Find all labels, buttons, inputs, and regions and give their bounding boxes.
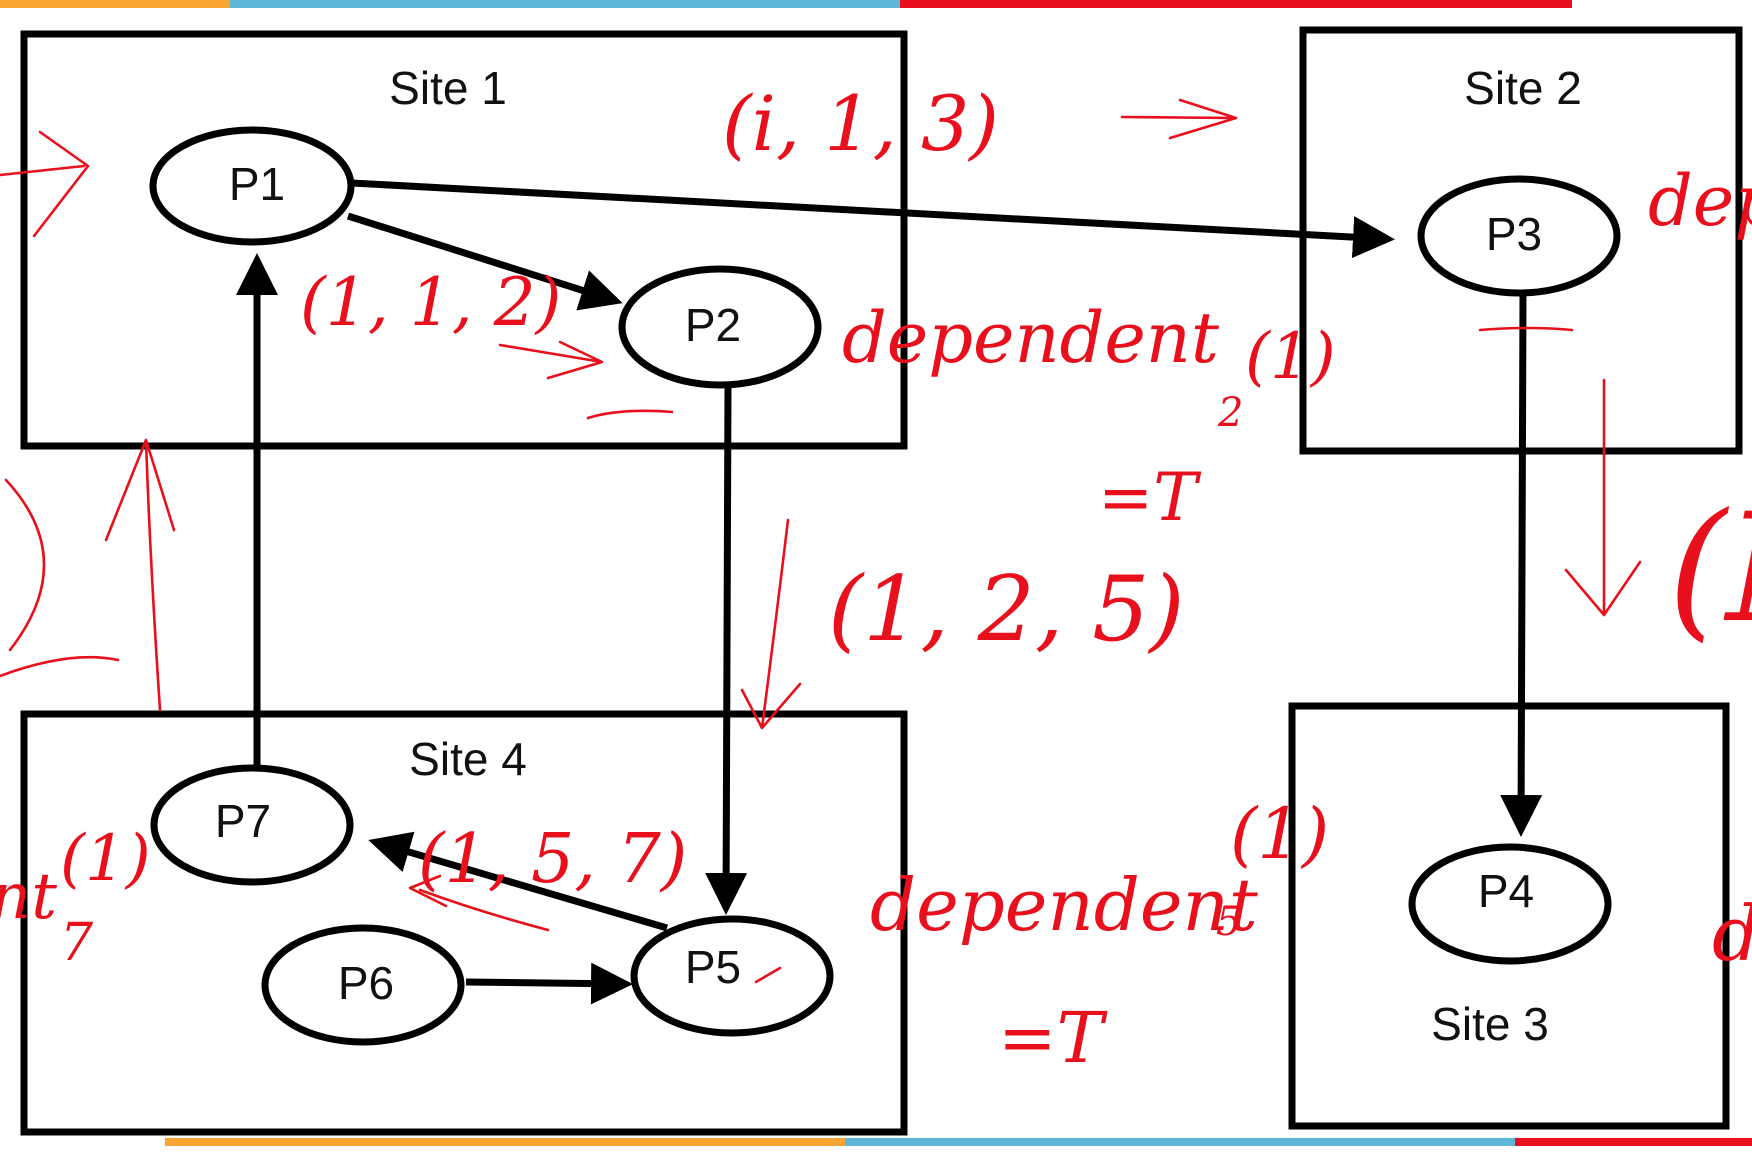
dependent-2-text: dependent [842, 297, 1220, 379]
probe-p1-p2-text: (1, 1, 2) [300, 264, 561, 341]
dependent-2-arg: (1) [1245, 320, 1336, 394]
edge-p3-p4 [1500, 295, 1543, 837]
top-stripe [0, 0, 1572, 8]
bottom-stripe-orange [165, 1138, 845, 1146]
left-arrow-up [104, 438, 176, 712]
site-4-label: Site 4 [409, 733, 527, 785]
top-stripe-blue [230, 0, 900, 8]
process-p2[interactable]: P2 [618, 265, 822, 389]
bottom-stripe-blue [845, 1138, 1515, 1146]
site-1-label: Site 1 [389, 62, 507, 114]
process-p2-label: P2 [685, 299, 741, 351]
site-3-box [1288, 702, 1730, 1130]
probe-p2-p5-arrow [740, 518, 802, 730]
right-cut-top: dep [1648, 160, 1752, 242]
site-2-label: Site 2 [1464, 62, 1582, 114]
probe-p1-p2-dash [586, 409, 674, 420]
process-p1-label: P1 [229, 158, 285, 210]
process-p5-label: P5 [685, 941, 741, 993]
probe-p2-p5-text: (1, 2, 5) [828, 557, 1184, 662]
left-arrow-top [0, 130, 90, 238]
edge-p6-p5 [465, 962, 633, 1005]
edge-p1-p3 [351, 179, 1395, 259]
p3-dash [1478, 326, 1574, 332]
process-p3-label: P3 [1486, 208, 1542, 260]
process-p4[interactable]: P4 [1408, 843, 1612, 965]
process-p3[interactable]: P3 [1417, 175, 1621, 297]
edge-p1-p2 [346, 212, 623, 311]
dependent-5-text: dependent [870, 863, 1259, 947]
process-p1[interactable]: P1 [149, 126, 355, 246]
p5-tick [754, 966, 782, 984]
probe-p5-p7-arrow [408, 874, 550, 932]
site-3-label: Site 3 [1431, 998, 1549, 1050]
probe-p3-p4-arrow [1564, 378, 1642, 617]
top-stripe-red [900, 0, 1572, 8]
dependent-5-arg: (1) [1230, 793, 1329, 875]
probe-p1-p2-arrow [498, 340, 604, 380]
site-1-box [20, 30, 908, 450]
process-p6-label: P6 [338, 957, 394, 1009]
left-cut-text: nt [0, 860, 57, 934]
edge-p2-p5 [705, 384, 748, 915]
bottom-stripe [165, 1138, 1752, 1146]
dependent-2-sub: 2 [1217, 390, 1243, 436]
bottom-stripe-red [1515, 1138, 1752, 1146]
process-p5[interactable]: P5 [630, 915, 834, 1037]
process-p7-label: P7 [215, 795, 271, 847]
left-paren [0, 478, 120, 678]
process-p4-label: P4 [1478, 865, 1534, 917]
right-cut-bottom: d [1712, 889, 1752, 978]
dependent-5-sub: 5 [1216, 899, 1241, 945]
process-p6[interactable]: P6 [261, 924, 465, 1046]
top-stripe-orange [0, 0, 230, 8]
annotation-layer: (i, 1, 3) (1, 1, 2) dependent 2 (1) =T (… [0, 79, 1752, 1079]
probe-p5-p7-text: (1, 5, 7) [418, 820, 687, 899]
left-cut-arg: (1) [60, 822, 151, 896]
probe-p1-p3-arrow [1120, 98, 1238, 140]
left-cut-sub: 7 [60, 913, 94, 973]
right-cut-mid: (N [1668, 482, 1752, 656]
edge-p5-p7 [368, 831, 668, 932]
site-4-box [20, 710, 908, 1136]
dependent-5-val: =T [998, 997, 1108, 1079]
process-p7[interactable]: P7 [150, 764, 354, 886]
dependent-2-val: =T [1098, 459, 1202, 536]
probe-p1-p3-text: (i, 1, 3) [722, 79, 999, 168]
